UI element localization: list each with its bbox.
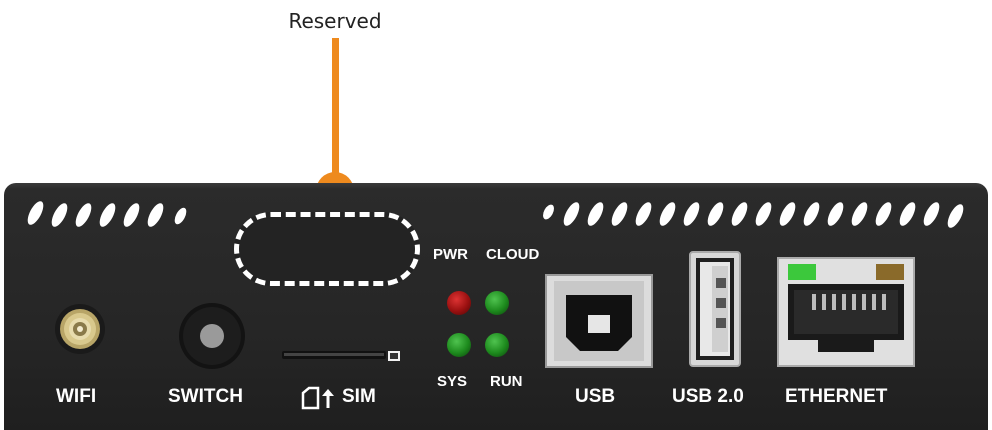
vent-slot bbox=[896, 199, 919, 229]
vent-slot bbox=[680, 199, 703, 229]
vent-slot bbox=[72, 200, 95, 230]
vent-slot bbox=[560, 199, 583, 229]
switch-button[interactable] bbox=[177, 301, 247, 371]
vent-slot bbox=[920, 199, 943, 229]
vent-slot bbox=[704, 199, 727, 229]
wifi-label: WIFI bbox=[56, 386, 97, 407]
usb-2-port[interactable] bbox=[688, 250, 742, 368]
vent-slot bbox=[848, 199, 871, 229]
cloud-label: CLOUD bbox=[486, 246, 540, 263]
vent-slot bbox=[584, 199, 607, 229]
vent-slot bbox=[144, 200, 167, 230]
pwr-label: PWR bbox=[433, 246, 468, 263]
usb-b-port[interactable] bbox=[544, 273, 654, 369]
vent-slot bbox=[632, 199, 655, 229]
vent-slot bbox=[24, 198, 47, 228]
sys-label: SYS bbox=[437, 373, 468, 390]
reserved-callout-line bbox=[332, 38, 339, 188]
vent-slot bbox=[944, 201, 967, 231]
vent-slot bbox=[728, 199, 751, 229]
reserved-callout-label: Reserved bbox=[288, 9, 382, 33]
vent-slot bbox=[48, 200, 71, 230]
sim-card-slot[interactable] bbox=[280, 347, 406, 367]
switch-label: SWITCH bbox=[168, 386, 243, 407]
vent-slot bbox=[752, 199, 775, 229]
sys-led bbox=[447, 333, 471, 357]
vent-slot bbox=[824, 199, 847, 229]
sim-card-icon bbox=[301, 386, 334, 410]
vent-slot bbox=[172, 205, 189, 227]
sim-label: SIM bbox=[342, 386, 376, 407]
device-front-panel: PWR CLOUD SYS RUN WIFI SWITCH SIM bbox=[4, 183, 988, 430]
run-label: RUN bbox=[490, 373, 523, 390]
vent-slot bbox=[540, 202, 557, 222]
vent-slot bbox=[800, 199, 823, 229]
cloud-led bbox=[485, 291, 509, 315]
ethernet-port[interactable] bbox=[776, 256, 916, 368]
vent-slot bbox=[776, 199, 799, 229]
pwr-led bbox=[447, 291, 471, 315]
usb-label: USB bbox=[575, 386, 616, 407]
vent-slot bbox=[96, 200, 119, 230]
vent-slot bbox=[872, 199, 895, 229]
wifi-antenna-connector bbox=[55, 304, 105, 354]
run-led bbox=[485, 333, 509, 357]
vent-slot bbox=[120, 200, 143, 230]
usb-2-label: USB 2.0 bbox=[672, 386, 744, 407]
vent-slot bbox=[608, 199, 631, 229]
vent-slot bbox=[656, 199, 679, 229]
ethernet-label: ETHERNET bbox=[785, 386, 888, 407]
reserved-slot bbox=[234, 212, 420, 286]
